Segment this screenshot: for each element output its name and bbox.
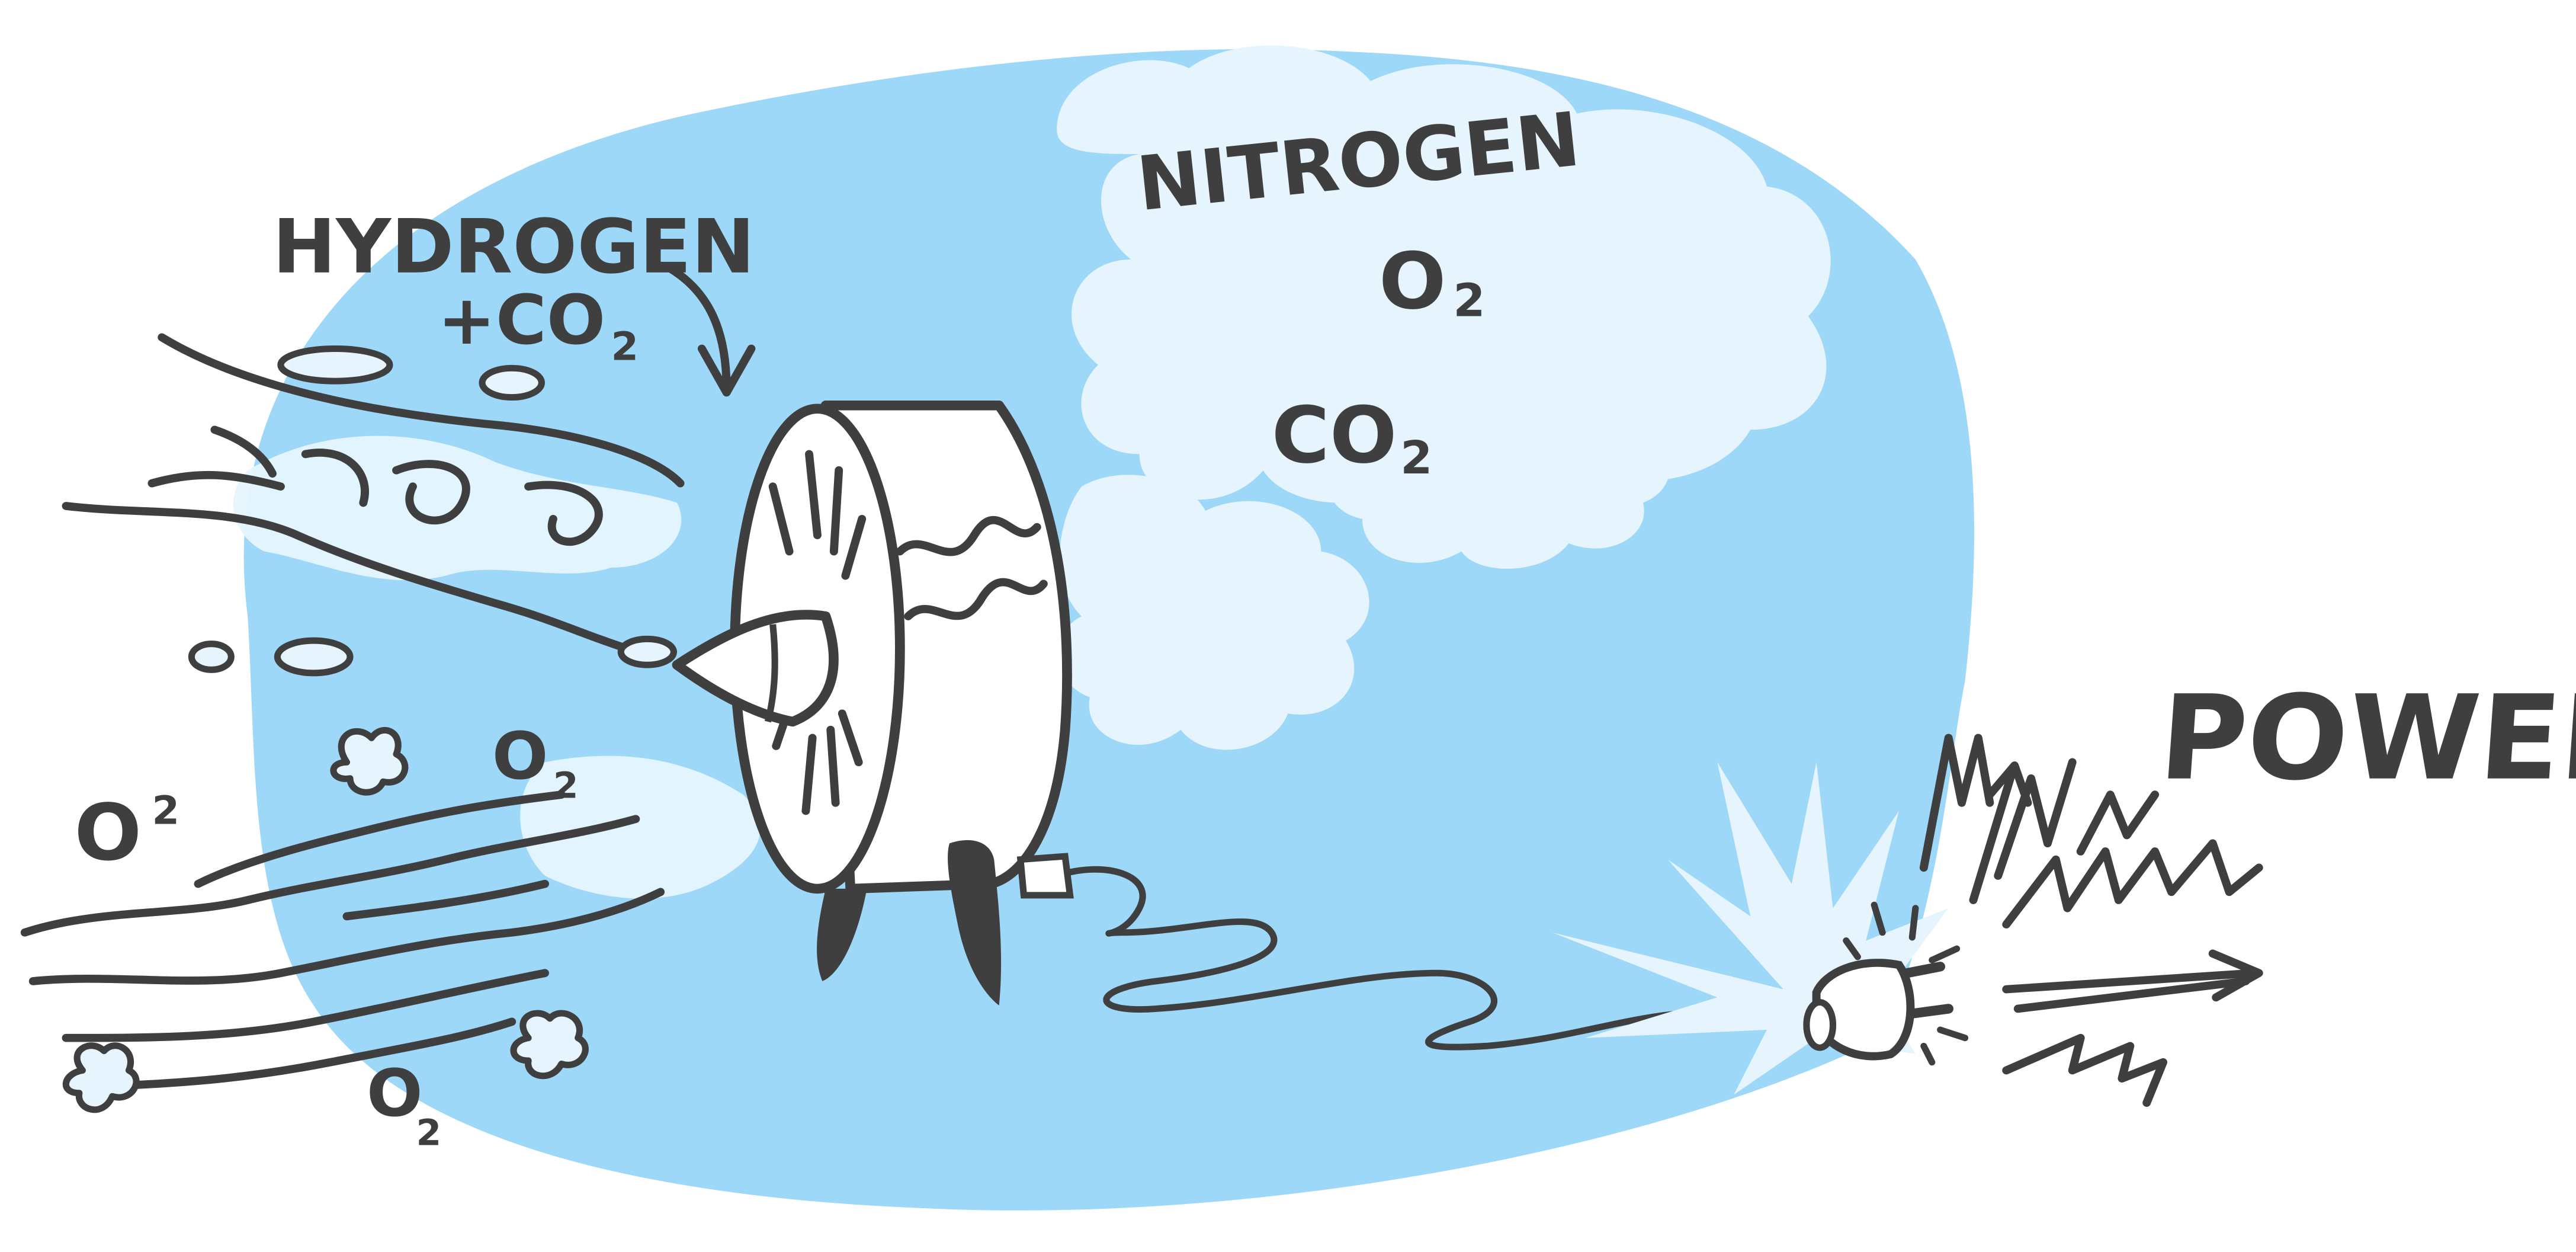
label-o2-left: O 2 [74, 787, 179, 878]
svg-text:O: O [74, 788, 142, 879]
puffs [62, 345, 678, 1113]
cloud-icon [1057, 45, 1831, 750]
wind-lines [20, 333, 685, 1091]
svg-text:O: O [1379, 236, 1446, 327]
label-co2-cloud: CO 2 [1272, 390, 1433, 485]
svg-text:2: 2 [152, 787, 179, 833]
svg-text:O: O [492, 719, 548, 795]
svg-text:2: 2 [1453, 274, 1485, 327]
label-o2-bottom: O 2 [367, 1056, 441, 1154]
plug-icon [1803, 901, 1969, 1066]
label-o2-mid: O 2 [492, 719, 579, 807]
lightning-icon [1919, 734, 2263, 1107]
power-cable [1053, 866, 1820, 1051]
svg-text:2: 2 [416, 1113, 442, 1154]
arrow-icon [665, 263, 756, 397]
svg-text:O: O [367, 1056, 423, 1132]
label-power: POWER [2155, 670, 2576, 806]
svg-text:2: 2 [611, 324, 639, 369]
label-hydrogen-co2: HYDROGEN +CO 2 [272, 203, 755, 370]
svg-text:2: 2 [553, 766, 579, 806]
svg-text:CO: CO [1272, 390, 1397, 481]
label-o2-cloud: O 2 [1379, 236, 1486, 327]
turbine-icon [672, 401, 1072, 1006]
cable-connector [1016, 853, 1074, 899]
svg-text:2: 2 [1400, 432, 1432, 485]
svg-text:+CO: +CO [438, 281, 606, 360]
arrow-icon [1969, 761, 2263, 1013]
svg-text:HYDROGEN: HYDROGEN [272, 203, 755, 290]
